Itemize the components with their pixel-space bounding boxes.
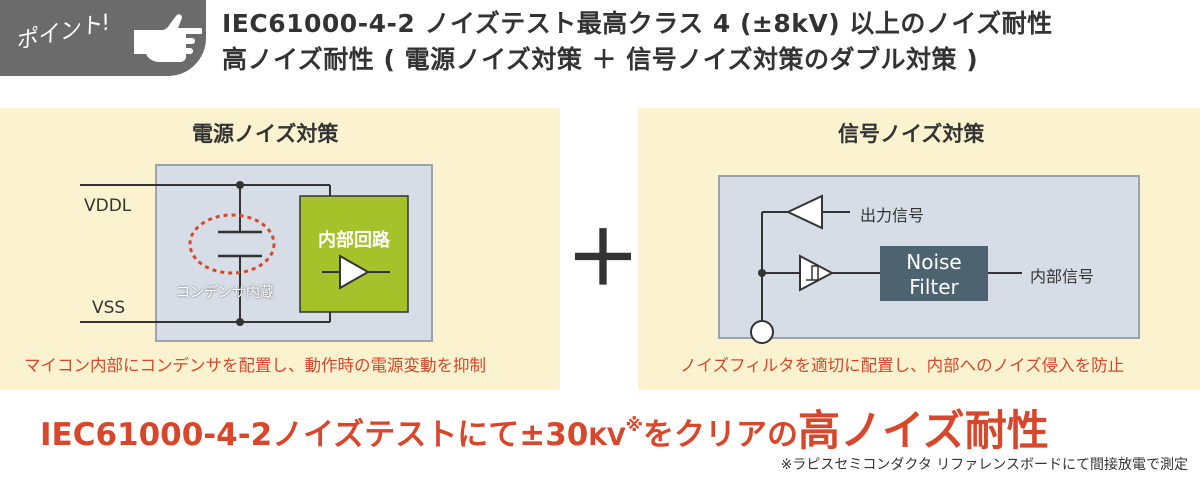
- power-noise-caption: マイコン内部にコンデンサを配置し、動作時の電源変動を抑制: [24, 356, 486, 375]
- power-noise-title: 電源ノイズ対策: [192, 122, 339, 146]
- capacitor-highlight-ring: [188, 213, 276, 275]
- pointing-hand-icon: [134, 14, 202, 62]
- buffer-icon: [339, 254, 371, 290]
- headline-line1: IEC61000-4-2 ノイズテスト最高クラス 4 (±8kV) 以上のノイズ…: [222, 9, 1053, 38]
- vss-label: VSS: [92, 298, 126, 318]
- signal-circuit-diagram: [750, 194, 1022, 344]
- result-prefix: IEC61000-4-2ノイズテストにて±30: [40, 417, 589, 453]
- result-middle: をクリアの: [643, 417, 799, 453]
- schmitt-trigger-icon: [799, 254, 835, 292]
- plus-symbol: ＋: [566, 216, 640, 302]
- internal-signal-label: 内部信号: [1030, 267, 1095, 286]
- signal-noise-title: 信号ノイズ対策: [838, 122, 985, 146]
- pin-pad-icon: [750, 320, 774, 344]
- noise-filter-line1: Noise: [906, 250, 962, 274]
- power-circuit-diagram: [80, 181, 409, 326]
- measurement-note: ※ラピスセミコンダクタ リファレンスボードにて間接放電で測定: [780, 457, 1188, 473]
- internal-circuit-box: [299, 195, 409, 313]
- capacitor-label: コンデンサ内蔵: [176, 285, 274, 301]
- headline-line2: 高ノイズ耐性 ( 電源ノイズ対策 ＋ 信号ノイズ対策のダブル対策 ): [222, 45, 979, 74]
- noise-filter-line2: Filter: [909, 275, 959, 299]
- junction-dot: [758, 269, 766, 277]
- output-signal-label: 出力信号: [860, 206, 925, 225]
- junction-dot: [236, 181, 244, 189]
- result-mark: ※: [625, 415, 644, 436]
- signal-noise-caption: ノイズフィルタを適切に配置し、内部へのノイズ侵入を防止: [680, 356, 1125, 375]
- internal-circuit-label: 内部回路: [318, 230, 390, 251]
- junction-dot: [236, 318, 244, 326]
- noise-filter-box: [880, 246, 988, 301]
- noise-filter-label: Noise Filter: [880, 250, 988, 300]
- output-buffer-icon: [785, 194, 823, 230]
- vddl-label: VDDL: [84, 196, 132, 216]
- result-unit: KV: [588, 423, 626, 451]
- result-emphasis: 高ノイズ耐性: [798, 406, 1049, 455]
- result-statement: IEC61000-4-2ノイズテストにて±30KV※をクリアの高ノイズ耐性: [40, 397, 1049, 458]
